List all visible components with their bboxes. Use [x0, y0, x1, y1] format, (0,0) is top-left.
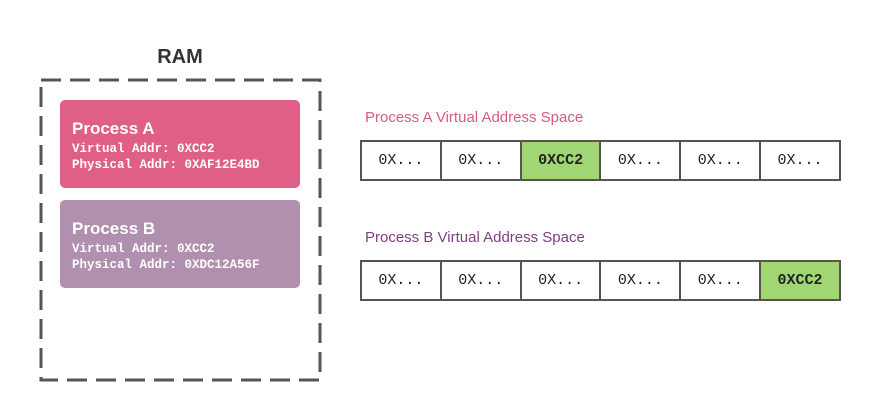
highlighted-address-cell: 0XCC2	[521, 142, 602, 179]
physical-addr-label: Physical Addr:	[72, 158, 178, 172]
address-cell: 0X...	[681, 142, 762, 179]
virtual-addr-value: 0XCC2	[177, 142, 215, 156]
address-cell: 0X...	[681, 262, 762, 299]
process-b-card: Process B Virtual Addr: 0XCC2 Physical A…	[60, 200, 300, 288]
virtual-addr-label: Virtual Addr:	[72, 242, 170, 256]
physical-addr-value: 0XDC12A56F	[184, 258, 260, 272]
process-b-space-label: Process B Virtual Address Space	[365, 229, 585, 246]
address-cell: 0X...	[362, 262, 442, 299]
process-b-address-row: 0X... 0X... 0X... 0X... 0X... 0XCC2	[360, 260, 841, 301]
virtual-addr-label: Virtual Addr:	[72, 142, 170, 156]
process-b-name: Process B	[72, 219, 156, 238]
process-a-physical-addr: Physical Addr: 0XAF12E4BD	[72, 157, 288, 173]
process-b-virtual-addr: Virtual Addr: 0XCC2	[72, 241, 288, 257]
process-a-name: Process A	[72, 119, 155, 138]
address-cell: 0X...	[442, 262, 522, 299]
address-cell: 0X...	[442, 142, 522, 179]
process-a-address-row: 0X... 0X... 0XCC2 0X... 0X... 0X...	[360, 140, 841, 181]
virtual-addr-value: 0XCC2	[177, 242, 215, 256]
address-cell: 0X...	[362, 142, 442, 179]
physical-addr-label: Physical Addr:	[72, 258, 178, 272]
process-b-physical-addr: Physical Addr: 0XDC12A56F	[72, 257, 288, 273]
physical-addr-value: 0XAF12E4BD	[184, 158, 260, 172]
address-cell: 0X...	[601, 142, 682, 179]
process-a-space-label: Process A Virtual Address Space	[365, 109, 584, 126]
process-a-card: Process A Virtual Addr: 0XCC2 Physical A…	[60, 100, 300, 188]
process-a-virtual-addr: Virtual Addr: 0XCC2	[72, 141, 288, 157]
ram-title: RAM	[157, 46, 203, 68]
address-cell: 0X...	[601, 262, 682, 299]
address-cell: 0X...	[777, 152, 823, 169]
address-cell: 0X...	[522, 262, 602, 299]
highlighted-address-cell: 0XCC2	[761, 262, 839, 299]
